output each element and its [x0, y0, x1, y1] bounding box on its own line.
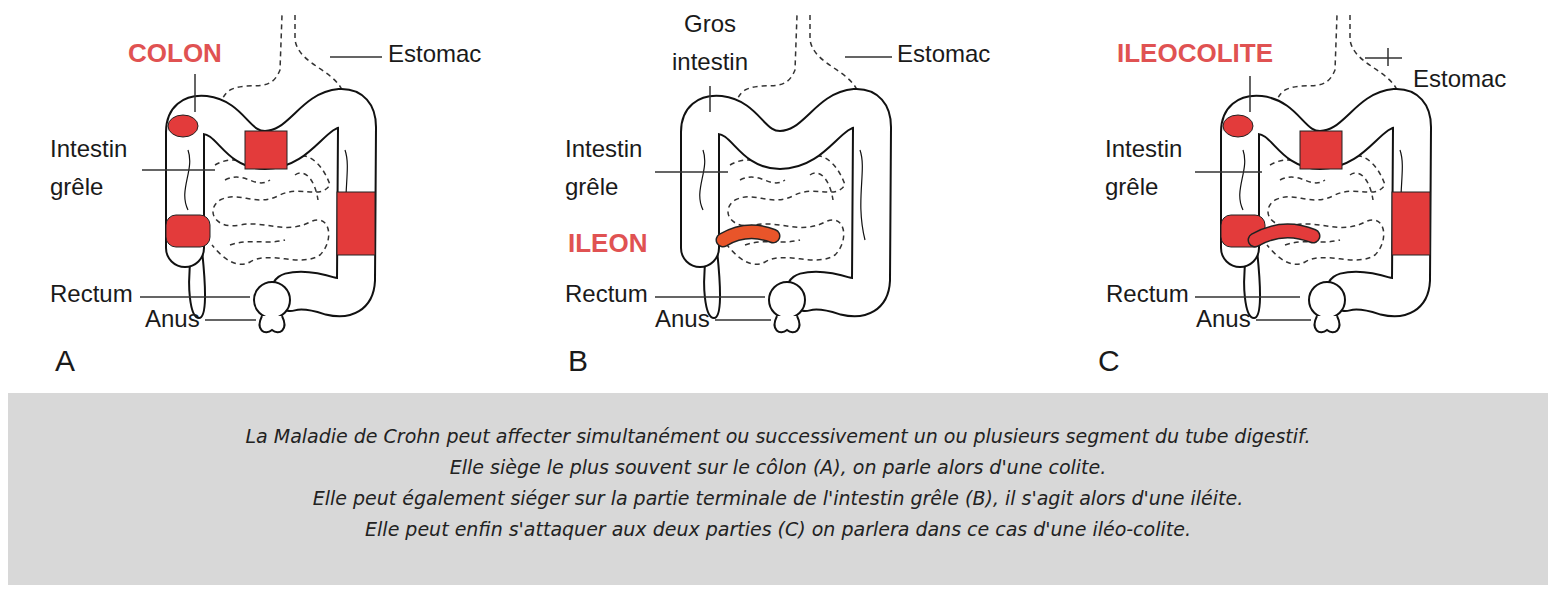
panel-letter: B: [568, 343, 588, 379]
caption-line: Elle peut enfin s'attaquer aux deux part…: [8, 514, 1548, 545]
caption-panel: La Maladie de Crohn peut affecter simult…: [8, 393, 1548, 585]
part-label: Intestin grêle: [50, 130, 160, 207]
segment-label: COLON: [128, 38, 222, 69]
part-label: Anus: [1196, 305, 1251, 334]
panel-letter: A: [55, 343, 75, 379]
part-label: Estomac: [1413, 65, 1506, 94]
segment-label: ILEOCOLITE: [1117, 38, 1273, 69]
caption-line: Elle peut également siéger sur la partie…: [8, 483, 1548, 514]
part-label: Intestin grêle: [565, 130, 675, 207]
part-label: Rectum: [565, 280, 648, 309]
panel-c-leaders: [1195, 48, 1402, 320]
part-label: Anus: [145, 305, 200, 334]
part-label: Intestin grêle: [1105, 130, 1215, 207]
part-label: Anus: [655, 305, 710, 334]
segment-label: ILEON: [568, 228, 647, 259]
panel-b-leaders: [655, 57, 892, 320]
part-label: Estomac: [388, 40, 481, 69]
caption-line: Elle siège le plus souvent sur le côlon …: [8, 452, 1548, 483]
caption-line: La Maladie de Crohn peut affecter simult…: [8, 421, 1548, 452]
part-label: Estomac: [897, 40, 990, 69]
part-label: Rectum: [1106, 280, 1189, 309]
panel-letter: C: [1098, 343, 1120, 379]
part-label: Rectum: [50, 280, 133, 309]
part-label: Gros intestin: [655, 5, 765, 82]
